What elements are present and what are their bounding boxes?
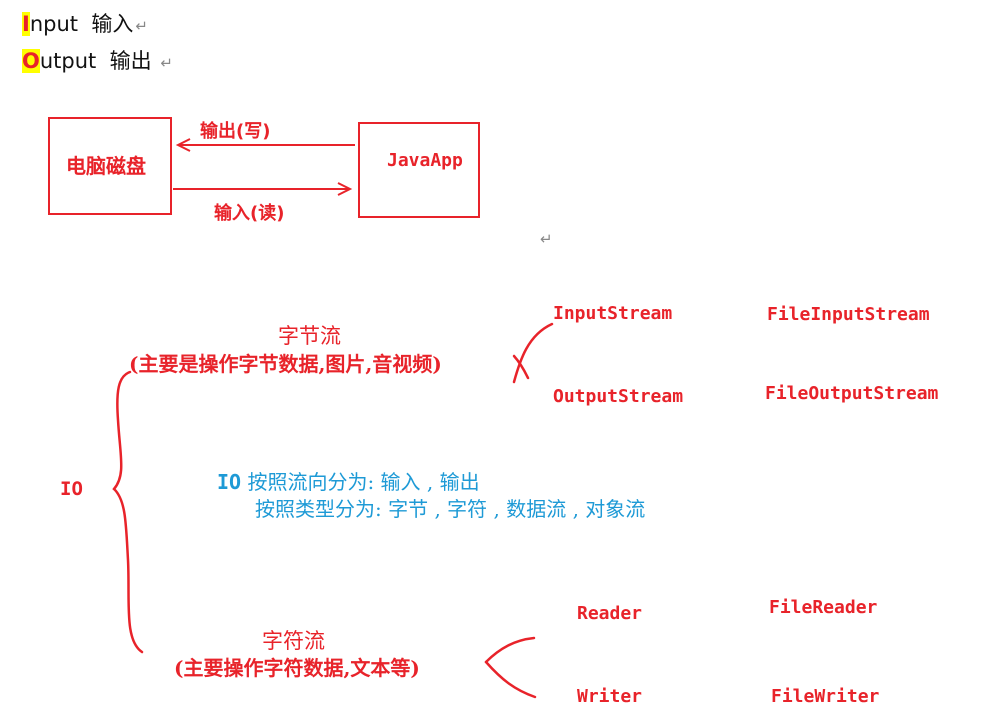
io-note-line2: 按照类型分为: 字节 , 字符 , 数据流 , 对象流 bbox=[255, 497, 646, 521]
input-initial: I bbox=[22, 12, 30, 36]
file-writer-label: FileWriter bbox=[771, 686, 880, 707]
io-root-label: IO bbox=[60, 478, 83, 500]
input-stream-label: InputStream bbox=[553, 303, 673, 324]
return-mark-icon: ↵ bbox=[540, 230, 553, 248]
io-note-prefix: IO bbox=[217, 470, 242, 494]
char-stream-title: 字符流 bbox=[262, 629, 325, 653]
io-brace bbox=[112, 370, 144, 654]
return-mark-icon: ↵ bbox=[135, 17, 148, 35]
byte-branch-down bbox=[512, 354, 530, 380]
reader-label: Reader bbox=[577, 603, 643, 624]
disk-box bbox=[48, 117, 172, 215]
file-input-stream-label: FileInputStream bbox=[767, 304, 930, 325]
byte-stream-title: 字节流 bbox=[278, 324, 341, 348]
output-line: Output 输出 ↵ bbox=[22, 45, 173, 75]
app-label: JavaApp bbox=[387, 150, 463, 171]
write-label: 输出(写) bbox=[200, 121, 271, 142]
byte-stream-desc: (主要是操作字节数据,图片,音视频) bbox=[129, 352, 442, 376]
app-box bbox=[358, 122, 480, 218]
output-initial: O bbox=[22, 49, 40, 73]
read-arrowhead bbox=[337, 182, 353, 196]
io-note-direction: 按照流向分为: 输入 , 输出 bbox=[247, 470, 480, 494]
output-word: utput bbox=[39, 49, 97, 73]
char-stream-desc: (主要操作字符数据,文本等) bbox=[174, 656, 420, 680]
file-reader-label: FileReader bbox=[769, 597, 878, 618]
output-cn: 输出 bbox=[109, 49, 152, 73]
io-note-line1: IO 按照流向分为: 输入 , 输出 bbox=[217, 466, 480, 495]
return-mark-icon: ↵ bbox=[160, 54, 173, 72]
read-label: 输入(读) bbox=[214, 203, 285, 224]
disk-label: 电脑磁盘 bbox=[66, 154, 146, 178]
input-line: Input 输入↵ bbox=[22, 8, 148, 38]
output-stream-label: OutputStream bbox=[553, 386, 684, 407]
input-cn: 输入 bbox=[91, 12, 134, 36]
char-branch-up bbox=[484, 636, 536, 664]
input-word: nput bbox=[29, 12, 79, 36]
writer-label: Writer bbox=[577, 686, 643, 707]
write-arrowhead bbox=[175, 138, 191, 152]
file-output-stream-label: FileOutputStream bbox=[765, 383, 939, 404]
char-branch-down bbox=[484, 660, 537, 699]
byte-branch-up bbox=[512, 322, 554, 384]
